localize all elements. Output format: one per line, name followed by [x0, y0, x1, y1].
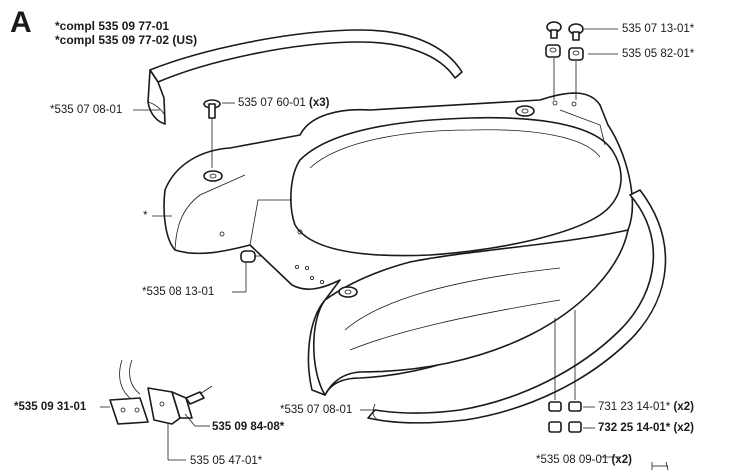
part-label-strip-bottom: *535 07 08-01 — [280, 404, 353, 416]
part-label-bracket: *535 09 31-01 — [14, 401, 87, 413]
part-label-nut: 535 05 82-01* — [622, 48, 695, 60]
cover-drawing — [163, 92, 634, 396]
bushings-drawing — [548, 310, 582, 433]
part-label-spacer: *535 08 09-01 (x2) — [536, 454, 632, 466]
screw-drawing — [203, 99, 221, 168]
assembly-heading-2: *compl 535 09 77-02 (US) — [55, 33, 198, 47]
part-label-bushing-b: 732 25 14-01* (x2) — [598, 422, 694, 434]
caps-nuts-drawing — [545, 21, 584, 100]
knob-drawing — [240, 250, 262, 263]
strip-bottom-drawing — [367, 189, 667, 424]
assembly-heading-1: *compl 535 09 77-01 — [55, 19, 170, 33]
part-label-pin: 535 09 84-08* — [212, 421, 285, 433]
part-label-cover: * — [143, 210, 148, 222]
part-label-knob: *535 08 13-01 — [142, 286, 215, 298]
part-label-screw: 535 07 60-01 (x3) — [238, 97, 330, 109]
strip-top-drawing — [147, 29, 463, 125]
bracket-drawing — [109, 359, 213, 425]
part-label-cap: 535 07 13-01* — [622, 23, 695, 35]
leader-lines — [100, 28, 620, 461]
part-label-bushing-a: 731 23 14-01* (x2) — [598, 401, 694, 413]
spacer-drawing — [651, 461, 669, 470]
part-label-plate: 535 05 47-01* — [190, 455, 263, 467]
part-label-strip-top: *535 07 08-01 — [50, 104, 123, 116]
section-letter: A — [10, 6, 32, 39]
